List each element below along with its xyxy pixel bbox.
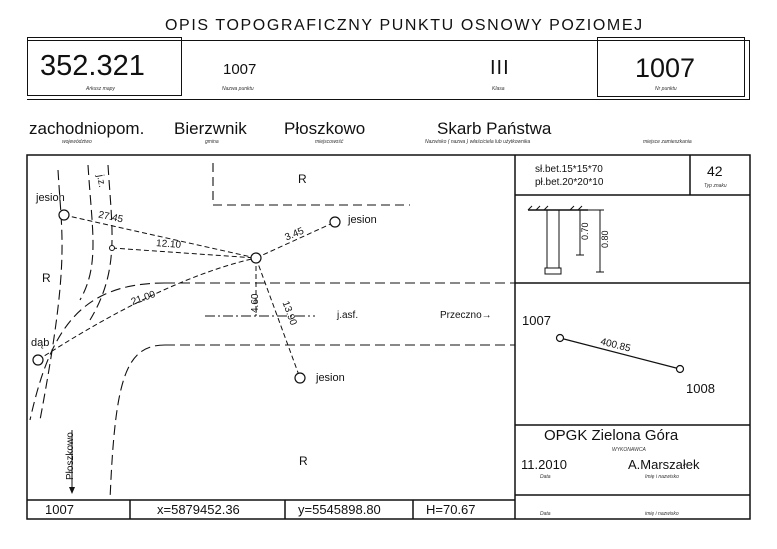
map-frame [26,154,751,520]
marker-type: 42 [707,163,723,179]
contractor-person: A.Marszałek [628,457,700,472]
owner-caption: Nazwisko ( nazwa ) właściciela lub użytk… [425,139,531,145]
ref-label-b: 1008 [686,381,715,396]
locality-caption: miejscowość [315,139,344,145]
locality: Płoszkowo [284,119,366,138]
label-jesion-3: jesion [316,372,345,384]
point-number-box [597,37,745,97]
label-jesion-1: jesion [36,192,65,204]
residence-caption: miejsce zamieszkania [643,139,692,145]
sheet-number: 352.321 [40,50,145,82]
label-jesion-2: jesion [348,214,377,226]
voivodeship: zachodniopom. [29,119,145,138]
ref-point-1007 [555,333,565,343]
ref-point-1008 [675,364,685,374]
small-mark [109,245,115,251]
contractor-date-caption: Data [540,474,551,480]
label-r-left: R [42,271,51,285]
contractor-name: OPGK Zielona Góra [544,427,679,444]
point-class: III [490,57,510,79]
distance-5: 4.60 [250,293,261,313]
stone-spec-1: sł.bet.15*15*70 [535,164,603,175]
road-lines [29,164,515,501]
commune-caption: gmina [205,139,219,145]
tree-jesion-1 [58,209,70,221]
marker-dim-2: 0.80 [600,230,610,248]
marker-sketch [527,205,604,275]
contractor-person-caption: Imię i nazwisko [645,474,679,480]
label-dab: dąb [31,337,50,349]
commune: Bierzwnik [174,119,247,138]
label-r-bottom: R [299,454,308,468]
distance-2: 12.10 [155,238,182,251]
point-name-caption: Nazwa punktu [222,86,254,92]
header-main-box [27,40,750,100]
stone-spec-2: pł.bet.20*20*10 [535,177,604,188]
label-road-surface: j.asf. [337,310,359,321]
label-ploszkowo: Płoszkowo [65,432,76,480]
contractor-caption: WYKONAWCA [612,447,646,453]
ref-label-a: 1007 [522,313,551,328]
footer-point: 1007 [45,502,74,517]
label-r-top: R [298,172,307,186]
date-caption-2: Data [540,511,551,517]
measurement-lines [37,214,336,379]
point-number-caption: Nr punktu [655,86,677,92]
voivodeship-caption: województwo [62,139,92,145]
footer-y: y=5545898.80 [298,502,381,517]
footer-h: H=70.67 [426,502,476,517]
marker-dim-1: 0.70 [580,222,590,240]
contractor-date: 11.2010 [521,457,568,472]
sheet-title: OPIS TOPOGRAFICZNY PUNKTU OSNOWY POZIOME… [165,17,644,34]
point-class-caption: Klasa [492,86,505,92]
owner: Skarb Państwa [437,119,552,138]
survey-point-1007 [250,252,262,264]
person-caption-2: imię i nazwisko [645,511,679,517]
footer-x: x=5879452.36 [157,502,240,517]
tree-dab [32,354,44,366]
point-number: 1007 [635,53,696,83]
label-road-z: j.z. [94,173,108,189]
marker-type-caption: Typ znaku [704,183,727,189]
point-name: 1007 [223,61,257,78]
label-przeczno: Przeczno→ [440,310,492,321]
sheet-number-caption: Arkusz mapy [86,86,115,92]
sheet-number-box [27,37,182,96]
tree-jesion-3 [294,372,306,384]
tree-jesion-2 [329,216,341,228]
